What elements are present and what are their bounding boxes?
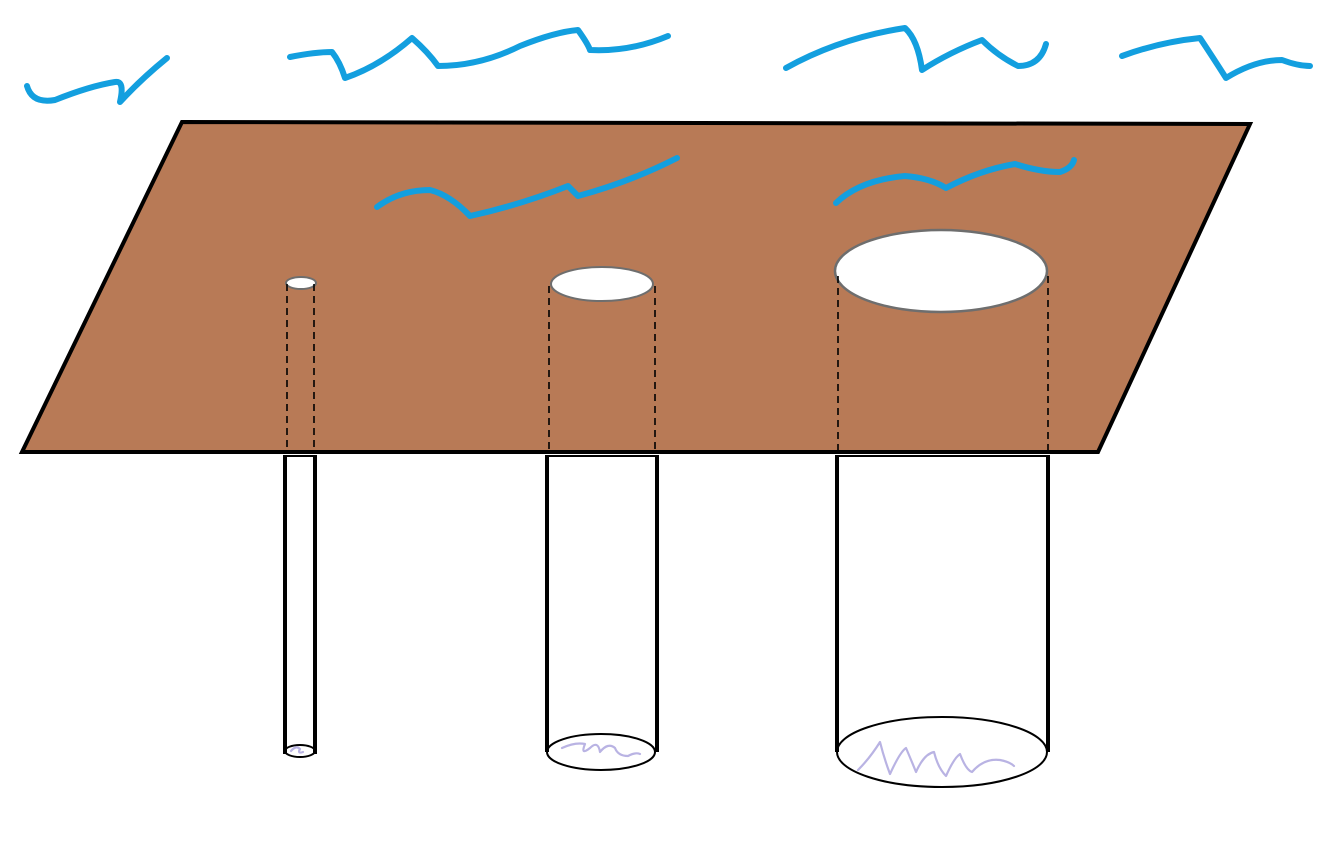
rain-lines-over-ground (374, 155, 1077, 219)
rain-line-1 (24, 55, 170, 105)
hole-small (283, 276, 317, 758)
hole-medium-bottom (546, 733, 656, 771)
rain-lines (24, 25, 1313, 105)
hole-medium-water-icon (560, 742, 642, 758)
rain-line-4 (1119, 35, 1313, 81)
hole-small-water-icon (289, 746, 305, 754)
rain-line-2 (287, 27, 671, 81)
hole-medium (545, 266, 659, 771)
hole-small-bottom (284, 744, 316, 758)
hole-small-opening (285, 276, 317, 290)
hole-large-opening (833, 228, 1049, 314)
hole-large (833, 228, 1050, 788)
rain-line-5 (374, 155, 680, 219)
hole-large-bottom (836, 716, 1048, 788)
rain-line-6 (833, 157, 1077, 206)
hole-large-water-icon (856, 740, 1016, 778)
hole-medium-opening (550, 266, 654, 302)
rain-line-3 (783, 25, 1049, 73)
